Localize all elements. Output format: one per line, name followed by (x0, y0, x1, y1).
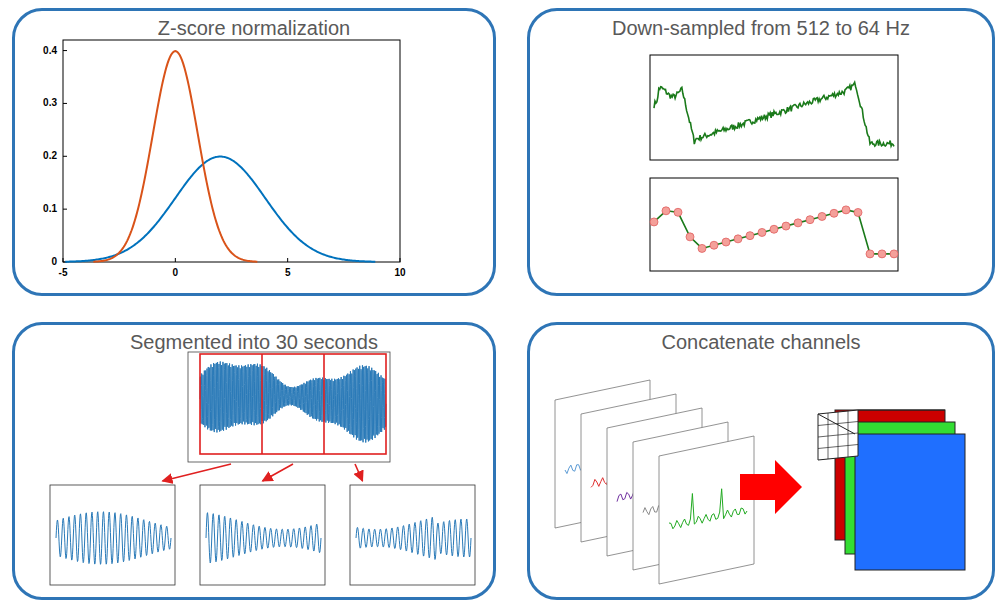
segment-signal (356, 517, 471, 559)
sample-dots (650, 206, 898, 258)
axis-tick-label: -5 (59, 267, 68, 279)
signal-frame (650, 178, 898, 271)
axis-tick-label: 0 (173, 267, 179, 279)
chart-axes (63, 40, 400, 262)
process-panel: Down-sampled from 512 to 64 Hz (527, 8, 995, 296)
tensor-cube (818, 410, 965, 570)
axis-tick-label: 0.2 (43, 150, 57, 162)
panel-title: Segmented into 30 seconds (15, 331, 493, 354)
axis-tick-label: 0 (51, 256, 57, 268)
axis-tick-label: 0.4 (43, 45, 57, 57)
original-distribution (65, 157, 375, 262)
process-panel: Segmented into 30 seconds (12, 322, 496, 600)
axis-tick-label: 0.1 (43, 203, 57, 215)
segment-arrow (163, 464, 232, 481)
segment-signal (206, 513, 321, 563)
panel-title: Concatenate channels (530, 331, 992, 354)
signal-frame (188, 352, 390, 462)
segment-frame (50, 485, 175, 585)
long-signal (200, 361, 386, 442)
channel-sheet (659, 436, 754, 584)
normalized-distribution (93, 51, 257, 262)
axis-tick-label: 5 (285, 267, 291, 279)
segment-frame (200, 485, 325, 585)
segment-boxes (200, 354, 386, 454)
segment-arrow (355, 464, 363, 481)
process-panel: Z-score normalization (12, 8, 496, 296)
axis-tick-label: 0.3 (43, 97, 57, 109)
segment-signal (56, 512, 171, 565)
segment-frame (350, 485, 475, 585)
tick-marks (63, 51, 400, 262)
panel-title: Down-sampled from 512 to 64 Hz (530, 17, 992, 40)
process-panel: Concatenate channels (527, 322, 995, 600)
channel-trace (669, 489, 747, 529)
panel-title: Z-score normalization (15, 17, 493, 40)
block-arrow (740, 460, 802, 514)
raw-signal (654, 82, 894, 146)
axis-tick-label: 10 (394, 267, 405, 279)
signal-frame (650, 55, 898, 160)
segment-arrow (263, 464, 294, 481)
